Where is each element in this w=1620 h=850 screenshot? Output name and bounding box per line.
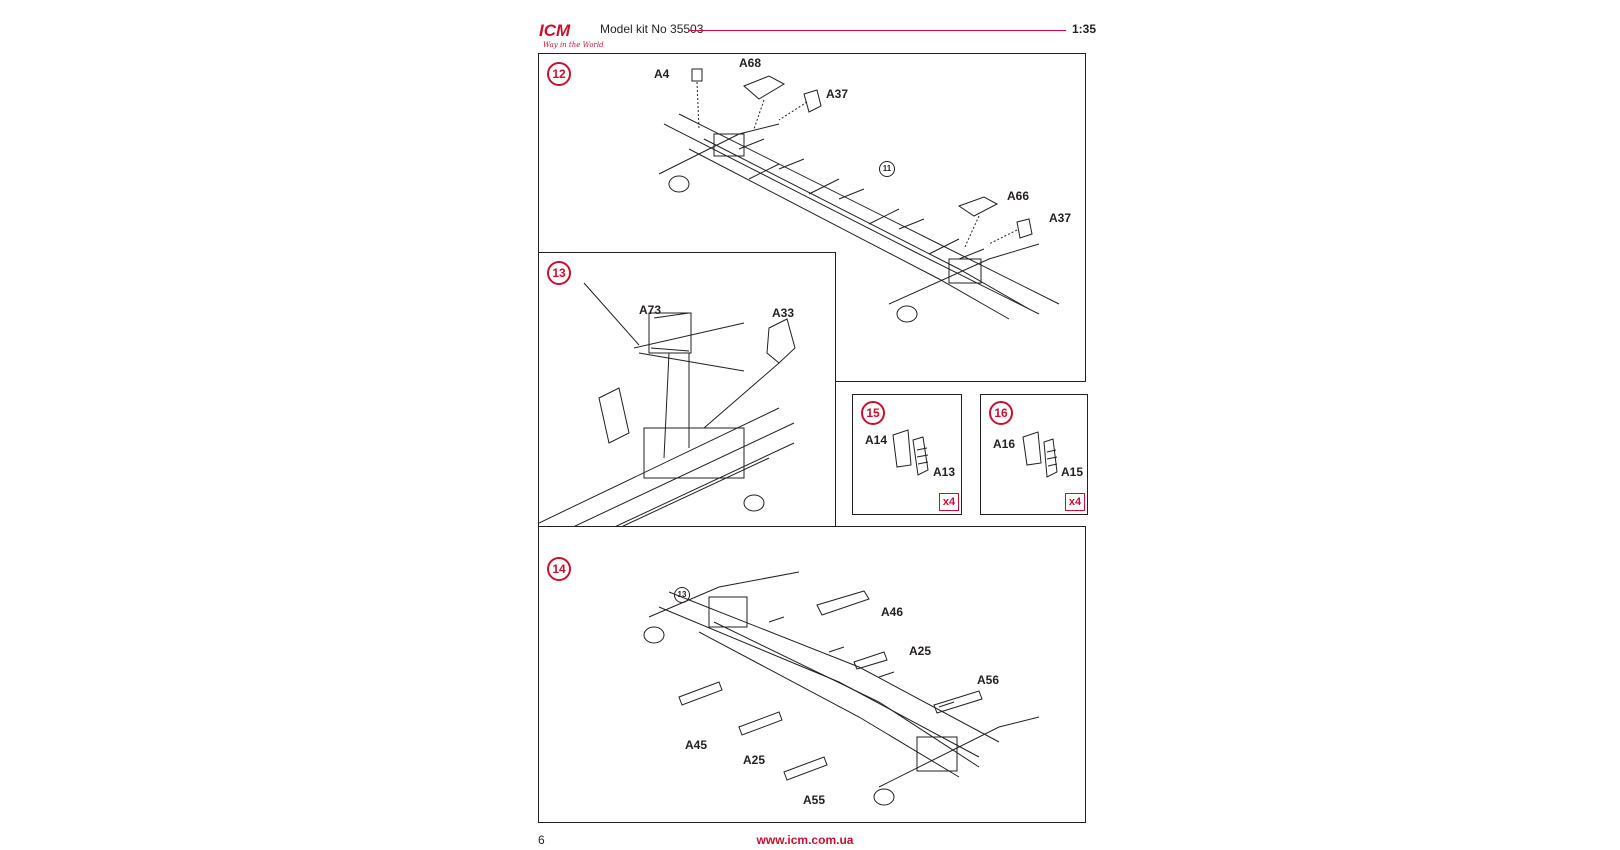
- step-15-badge: 15: [861, 401, 885, 425]
- step-16-badge: 16: [989, 401, 1013, 425]
- part-label-a66: A66: [1007, 189, 1030, 203]
- part-label-a25-right: A25: [909, 644, 932, 658]
- step-14-badge: 14: [547, 557, 571, 581]
- quantity-badge-16: x4: [1065, 493, 1085, 511]
- logo-tagline: Way in the World: [543, 41, 604, 49]
- part-label-a15: A15: [1061, 465, 1084, 479]
- part-label-a25-left: A25: [743, 753, 766, 767]
- part-label-a73: A73: [639, 303, 662, 317]
- logo-text: ICM: [539, 21, 571, 40]
- part-label-a68: A68: [739, 56, 762, 70]
- step-13-panel: 13 A73 A33 12: [538, 252, 836, 563]
- step-12-drawing: [658, 68, 1060, 323]
- icm-logo: ICM Way in the World: [539, 21, 604, 52]
- step-12-badge: 12: [547, 62, 571, 86]
- part-label-a37-bottom: A37: [1049, 211, 1072, 225]
- part-label-a37-top: A37: [826, 87, 849, 101]
- page-number: 6: [538, 833, 545, 847]
- part-label-a45: A45: [685, 738, 708, 752]
- quantity-badge-15: x4: [939, 493, 959, 511]
- step-14-drawing: [643, 571, 1040, 806]
- part-label-a46: A46: [881, 605, 904, 619]
- step-14-panel: 14 13 A46 A25 A56 A45 A25 A55: [538, 526, 1086, 823]
- part-label-a14: A14: [865, 433, 888, 447]
- part-label-a16: A16: [993, 437, 1016, 451]
- step-13-badge: 13: [547, 261, 571, 285]
- step-15-drawing: [892, 429, 929, 476]
- part-label-a56: A56: [977, 673, 1000, 687]
- step-15-panel: 15 A14 A13 x4: [852, 394, 962, 515]
- header-divider: [689, 30, 1066, 31]
- step-16-drawing: [1022, 431, 1058, 478]
- scale-label: 1:35: [1072, 22, 1097, 36]
- model-kit-number: Model kit No 35503: [600, 22, 704, 36]
- part-label-a4: A4: [654, 67, 670, 81]
- step-16-panel: 16 A16 A15 x4: [980, 394, 1088, 515]
- part-label-a33: A33: [772, 306, 795, 320]
- step-14-ref-badge: 13: [674, 587, 690, 603]
- part-label-a55: A55: [803, 793, 826, 807]
- step-13-drawing: [539, 282, 796, 563]
- part-label-a13: A13: [933, 465, 956, 479]
- website-link[interactable]: www.icm.com.ua: [756, 833, 854, 847]
- step-12-ref-badge: 11: [879, 161, 895, 177]
